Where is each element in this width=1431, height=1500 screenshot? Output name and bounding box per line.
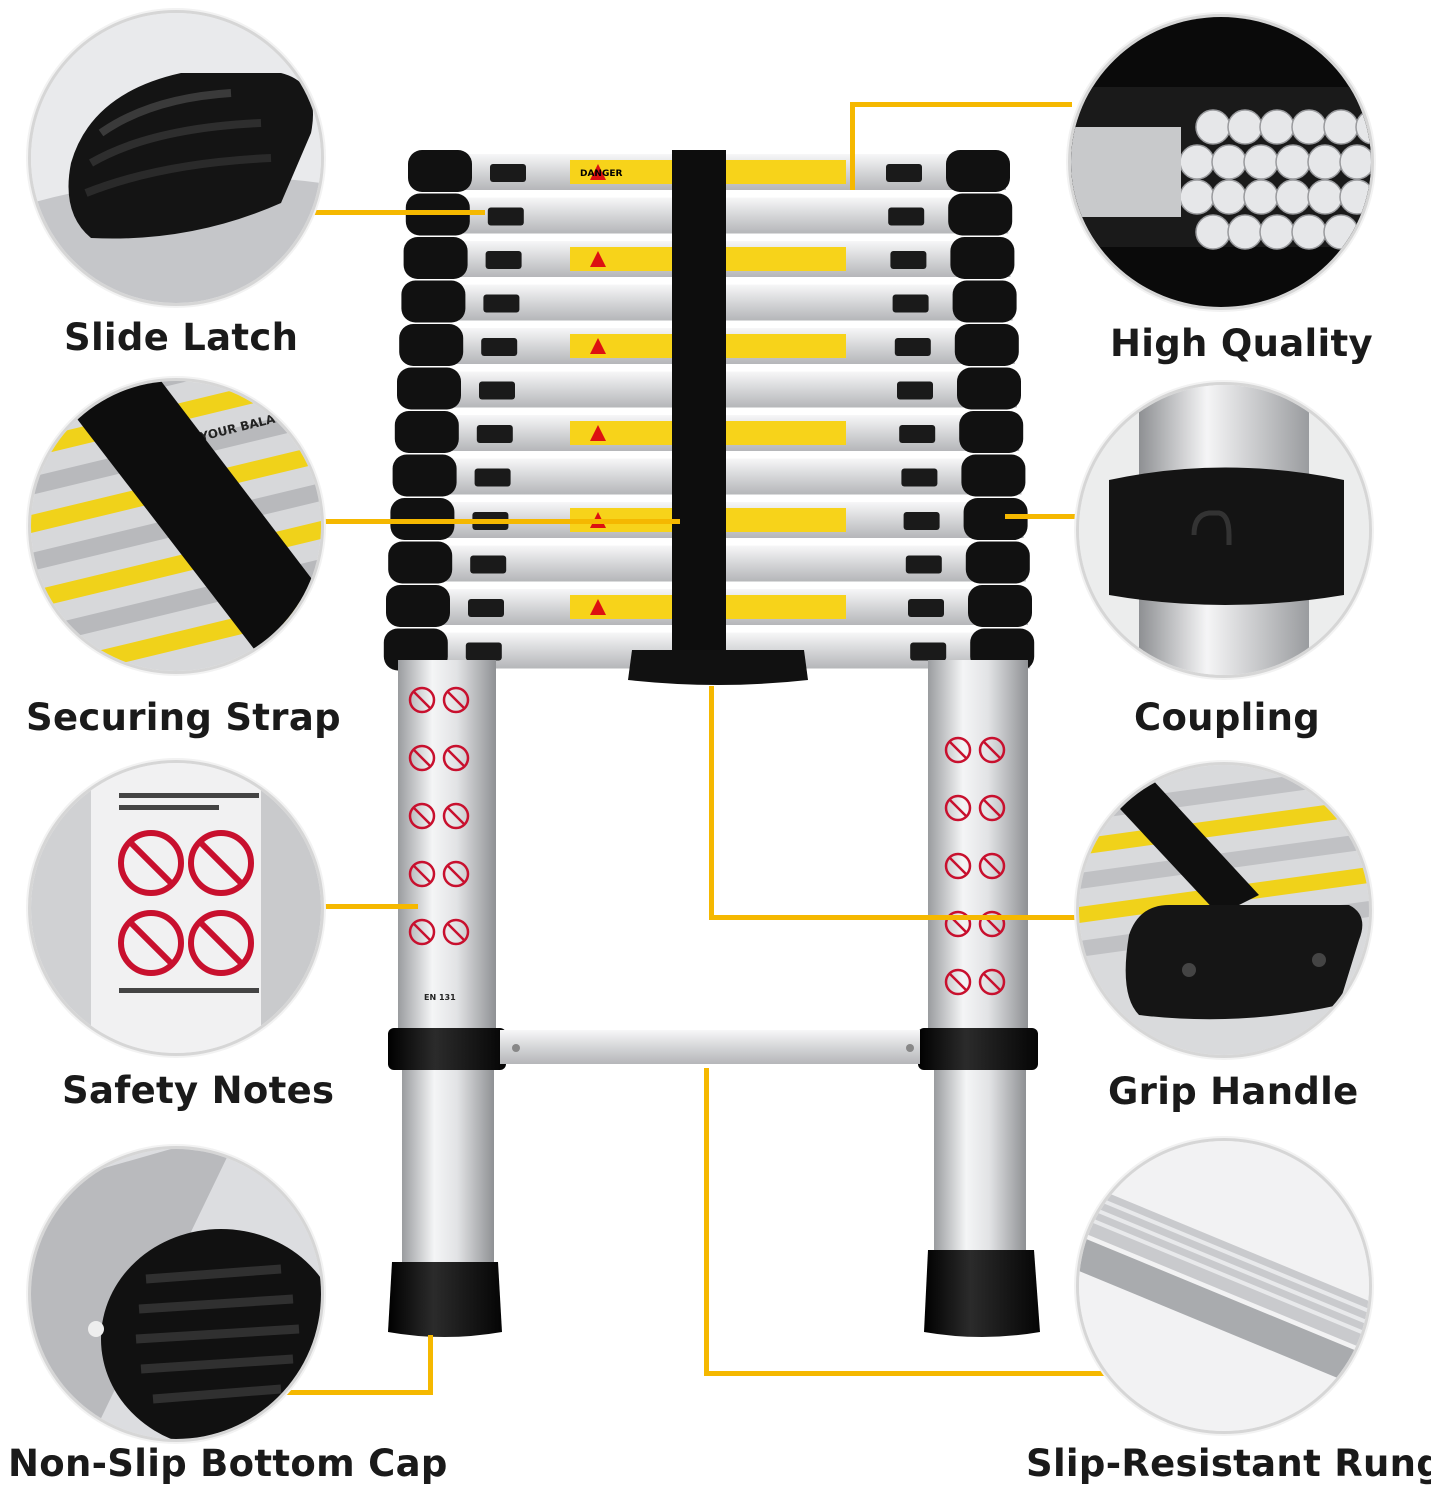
prohibition-pictogram bbox=[442, 802, 470, 830]
coupling-closeup bbox=[1076, 382, 1372, 678]
prohibition-pictogram bbox=[408, 686, 436, 714]
collapsed-rung bbox=[392, 454, 1026, 497]
label-coupling: Coupling bbox=[1134, 696, 1320, 739]
leader-slide-latch bbox=[305, 210, 485, 215]
grip-handle bbox=[628, 650, 808, 685]
leader-grip-handle-v bbox=[709, 686, 714, 920]
leader-rung-v bbox=[704, 1068, 709, 1376]
securing-strap-closeup: YOUR BALANCE bbox=[28, 378, 324, 674]
collapsed-rung bbox=[388, 541, 1030, 584]
label-slip-resistant-rung: Slip-Resistant Rung bbox=[1026, 1442, 1431, 1485]
prohibition-pictogram bbox=[442, 686, 470, 714]
label-high-quality: High Quality bbox=[1110, 322, 1373, 365]
leader-securing-strap bbox=[318, 519, 680, 524]
label-non-slip-bottom-cap: Non-Slip Bottom Cap bbox=[8, 1442, 448, 1485]
securing-strap bbox=[672, 150, 726, 670]
grip-handle-closeup bbox=[1076, 762, 1372, 1058]
prohibition-pictogram bbox=[944, 794, 972, 822]
left-leg bbox=[388, 660, 506, 1337]
prohibition-pictogram bbox=[978, 852, 1006, 880]
collapsed-rung bbox=[405, 193, 1013, 236]
leader-high-quality-v bbox=[850, 102, 855, 190]
prohibition-pictogram bbox=[408, 918, 436, 946]
rung-closeup bbox=[1076, 1138, 1372, 1434]
label-securing-strap: Securing Strap bbox=[26, 696, 341, 739]
right-leg bbox=[918, 660, 1040, 1337]
label-slide-latch: Slide Latch bbox=[64, 316, 299, 359]
prohibition-pictogram bbox=[978, 968, 1006, 996]
aluminium-tubes-closeup bbox=[1068, 14, 1374, 310]
right-foot-cap bbox=[924, 1250, 1040, 1337]
leader-high-quality-h bbox=[850, 102, 1072, 107]
prohibition-pictogram bbox=[442, 744, 470, 772]
leg-safety-pictograms: EN 131 bbox=[408, 686, 1006, 1002]
leader-safety-notes bbox=[318, 904, 418, 909]
slide-latch-closeup bbox=[28, 10, 324, 306]
collapsed-rung bbox=[394, 411, 1024, 453]
left-foot-cap bbox=[388, 1262, 502, 1337]
collapsed-rung bbox=[403, 237, 1015, 279]
prohibition-pictogram bbox=[978, 736, 1006, 764]
collapsed-rung bbox=[386, 585, 1032, 627]
prohibition-pictogram bbox=[442, 860, 470, 888]
collapsed-rung bbox=[401, 280, 1017, 323]
safety-notes-closeup bbox=[28, 760, 324, 1056]
label-safety-notes: Safety Notes bbox=[62, 1069, 335, 1112]
leader-bottom-cap-v bbox=[428, 1335, 433, 1395]
prohibition-pictogram bbox=[978, 794, 1006, 822]
label-grip-handle: Grip Handle bbox=[1108, 1070, 1359, 1113]
prohibition-pictogram bbox=[408, 744, 436, 772]
leader-grip-handle-h bbox=[709, 915, 1089, 920]
collapsed-rung-stack: DANGER bbox=[383, 150, 1035, 671]
danger-label-text: DANGER bbox=[580, 169, 623, 179]
prohibition-pictogram bbox=[944, 736, 972, 764]
prohibition-pictogram bbox=[944, 852, 972, 880]
leader-bottom-cap-h bbox=[268, 1390, 433, 1395]
prohibition-pictogram bbox=[944, 968, 972, 996]
bottom-rung bbox=[500, 1030, 920, 1064]
prohibition-pictogram bbox=[442, 918, 470, 946]
collapsed-rung bbox=[397, 367, 1021, 410]
bottom-cap-closeup bbox=[28, 1146, 324, 1442]
leader-rung-h bbox=[704, 1371, 1110, 1376]
prohibition-pictogram bbox=[408, 860, 436, 888]
prohibition-pictogram bbox=[408, 802, 436, 830]
standard-label-text: EN 131 bbox=[424, 993, 456, 1002]
leader-coupling bbox=[1005, 514, 1077, 519]
